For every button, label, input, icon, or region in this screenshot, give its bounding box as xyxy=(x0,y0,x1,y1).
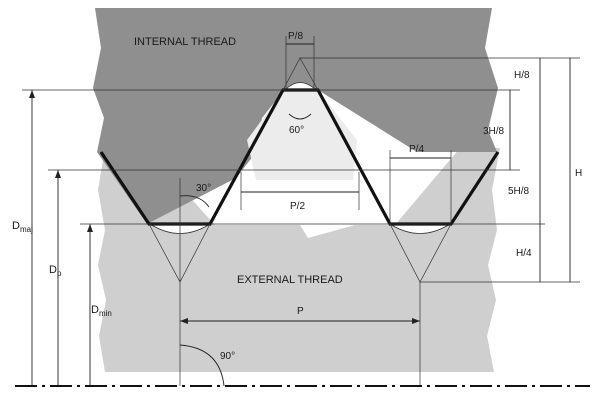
angle-30-label: 30° xyxy=(196,183,211,194)
p8-label: P/8 xyxy=(288,31,303,42)
svg-text:Dp: Dp xyxy=(49,264,62,278)
d-min-subscript: min xyxy=(99,309,112,318)
internal-thread-label: INTERNAL THREAD xyxy=(134,36,236,48)
external-thread-region xyxy=(98,148,500,372)
d-p-subscript: p xyxy=(57,269,62,278)
h4-label: H/4 xyxy=(516,248,532,259)
pitch-arrow-right xyxy=(412,318,420,324)
d-maj-arrow xyxy=(29,90,35,98)
d-min-letter: D xyxy=(91,304,99,316)
svg-text:Dmaj: Dmaj xyxy=(12,220,33,234)
angle-90-arc xyxy=(179,344,225,387)
h-label: H xyxy=(575,168,582,179)
angle-60-arc xyxy=(288,113,312,120)
h8-label: H/8 xyxy=(514,70,530,81)
pitch-arrow-left xyxy=(180,318,188,324)
pitch-label: P xyxy=(297,306,304,317)
angle-30-arc xyxy=(179,195,210,208)
d-min-arrow xyxy=(87,224,93,232)
angle-90-label: 90° xyxy=(220,351,235,362)
d-maj-subscript: maj xyxy=(20,225,33,234)
d-p-label: Dp xyxy=(49,264,62,278)
p4-label: P/4 xyxy=(409,144,424,155)
svg-text:Dmin: Dmin xyxy=(91,304,112,318)
d-p-arrow xyxy=(55,170,61,178)
angle-60-label: 60° xyxy=(289,125,304,136)
d-maj-label: Dmaj xyxy=(12,220,33,234)
external-thread-label: EXTERNAL THREAD xyxy=(237,274,343,286)
d-p-letter: D xyxy=(49,264,57,276)
p2-label: P/2 xyxy=(290,201,305,212)
3h8-label: 3H/8 xyxy=(483,126,505,137)
d-maj-letter: D xyxy=(12,220,20,232)
d-min-label: Dmin xyxy=(91,304,112,318)
5h8-label: 5H/8 xyxy=(508,186,530,197)
